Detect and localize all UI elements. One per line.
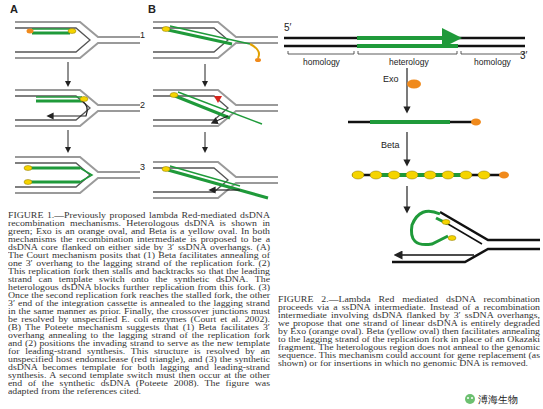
watermark: 溥海生物	[478, 393, 518, 407]
beta-coated-ssdna	[352, 171, 509, 179]
ssdna-intermediate	[348, 119, 481, 126]
linear-dsdna	[284, 38, 525, 46]
exo-oval	[407, 80, 421, 89]
panel-a-stage-2	[15, 90, 140, 126]
panel-a-stage-3	[15, 157, 140, 193]
strand-end-label: 5′	[284, 22, 291, 33]
replication-fork	[392, 211, 540, 262]
panel-b-stage-2	[153, 90, 278, 126]
region-label: homology	[303, 57, 340, 67]
region-label: heterology	[389, 57, 429, 67]
figure-caption: FIGURE 2.—Lambda Red mediated dsDNA reco…	[278, 296, 540, 368]
step-number: 3	[140, 162, 145, 172]
region-brackets	[288, 51, 524, 54]
region-label: homology	[474, 57, 511, 67]
panel-b-stage-3	[153, 162, 278, 198]
panel-a-stage-1	[15, 22, 140, 58]
panel-letter: A	[10, 3, 18, 15]
watermark-logo	[465, 394, 475, 404]
step-number: 2	[140, 100, 145, 110]
figure-caption: FIGURE 1.—Previously proposed lambda Red…	[8, 212, 270, 396]
step-number: 1	[140, 30, 145, 40]
strand-end-label: 3′	[520, 50, 527, 61]
panel-b-stage-1	[153, 22, 278, 62]
panel-letter: B	[148, 3, 156, 15]
protein-label: Beta	[381, 140, 400, 150]
enzyme-label: Exo	[383, 74, 399, 84]
